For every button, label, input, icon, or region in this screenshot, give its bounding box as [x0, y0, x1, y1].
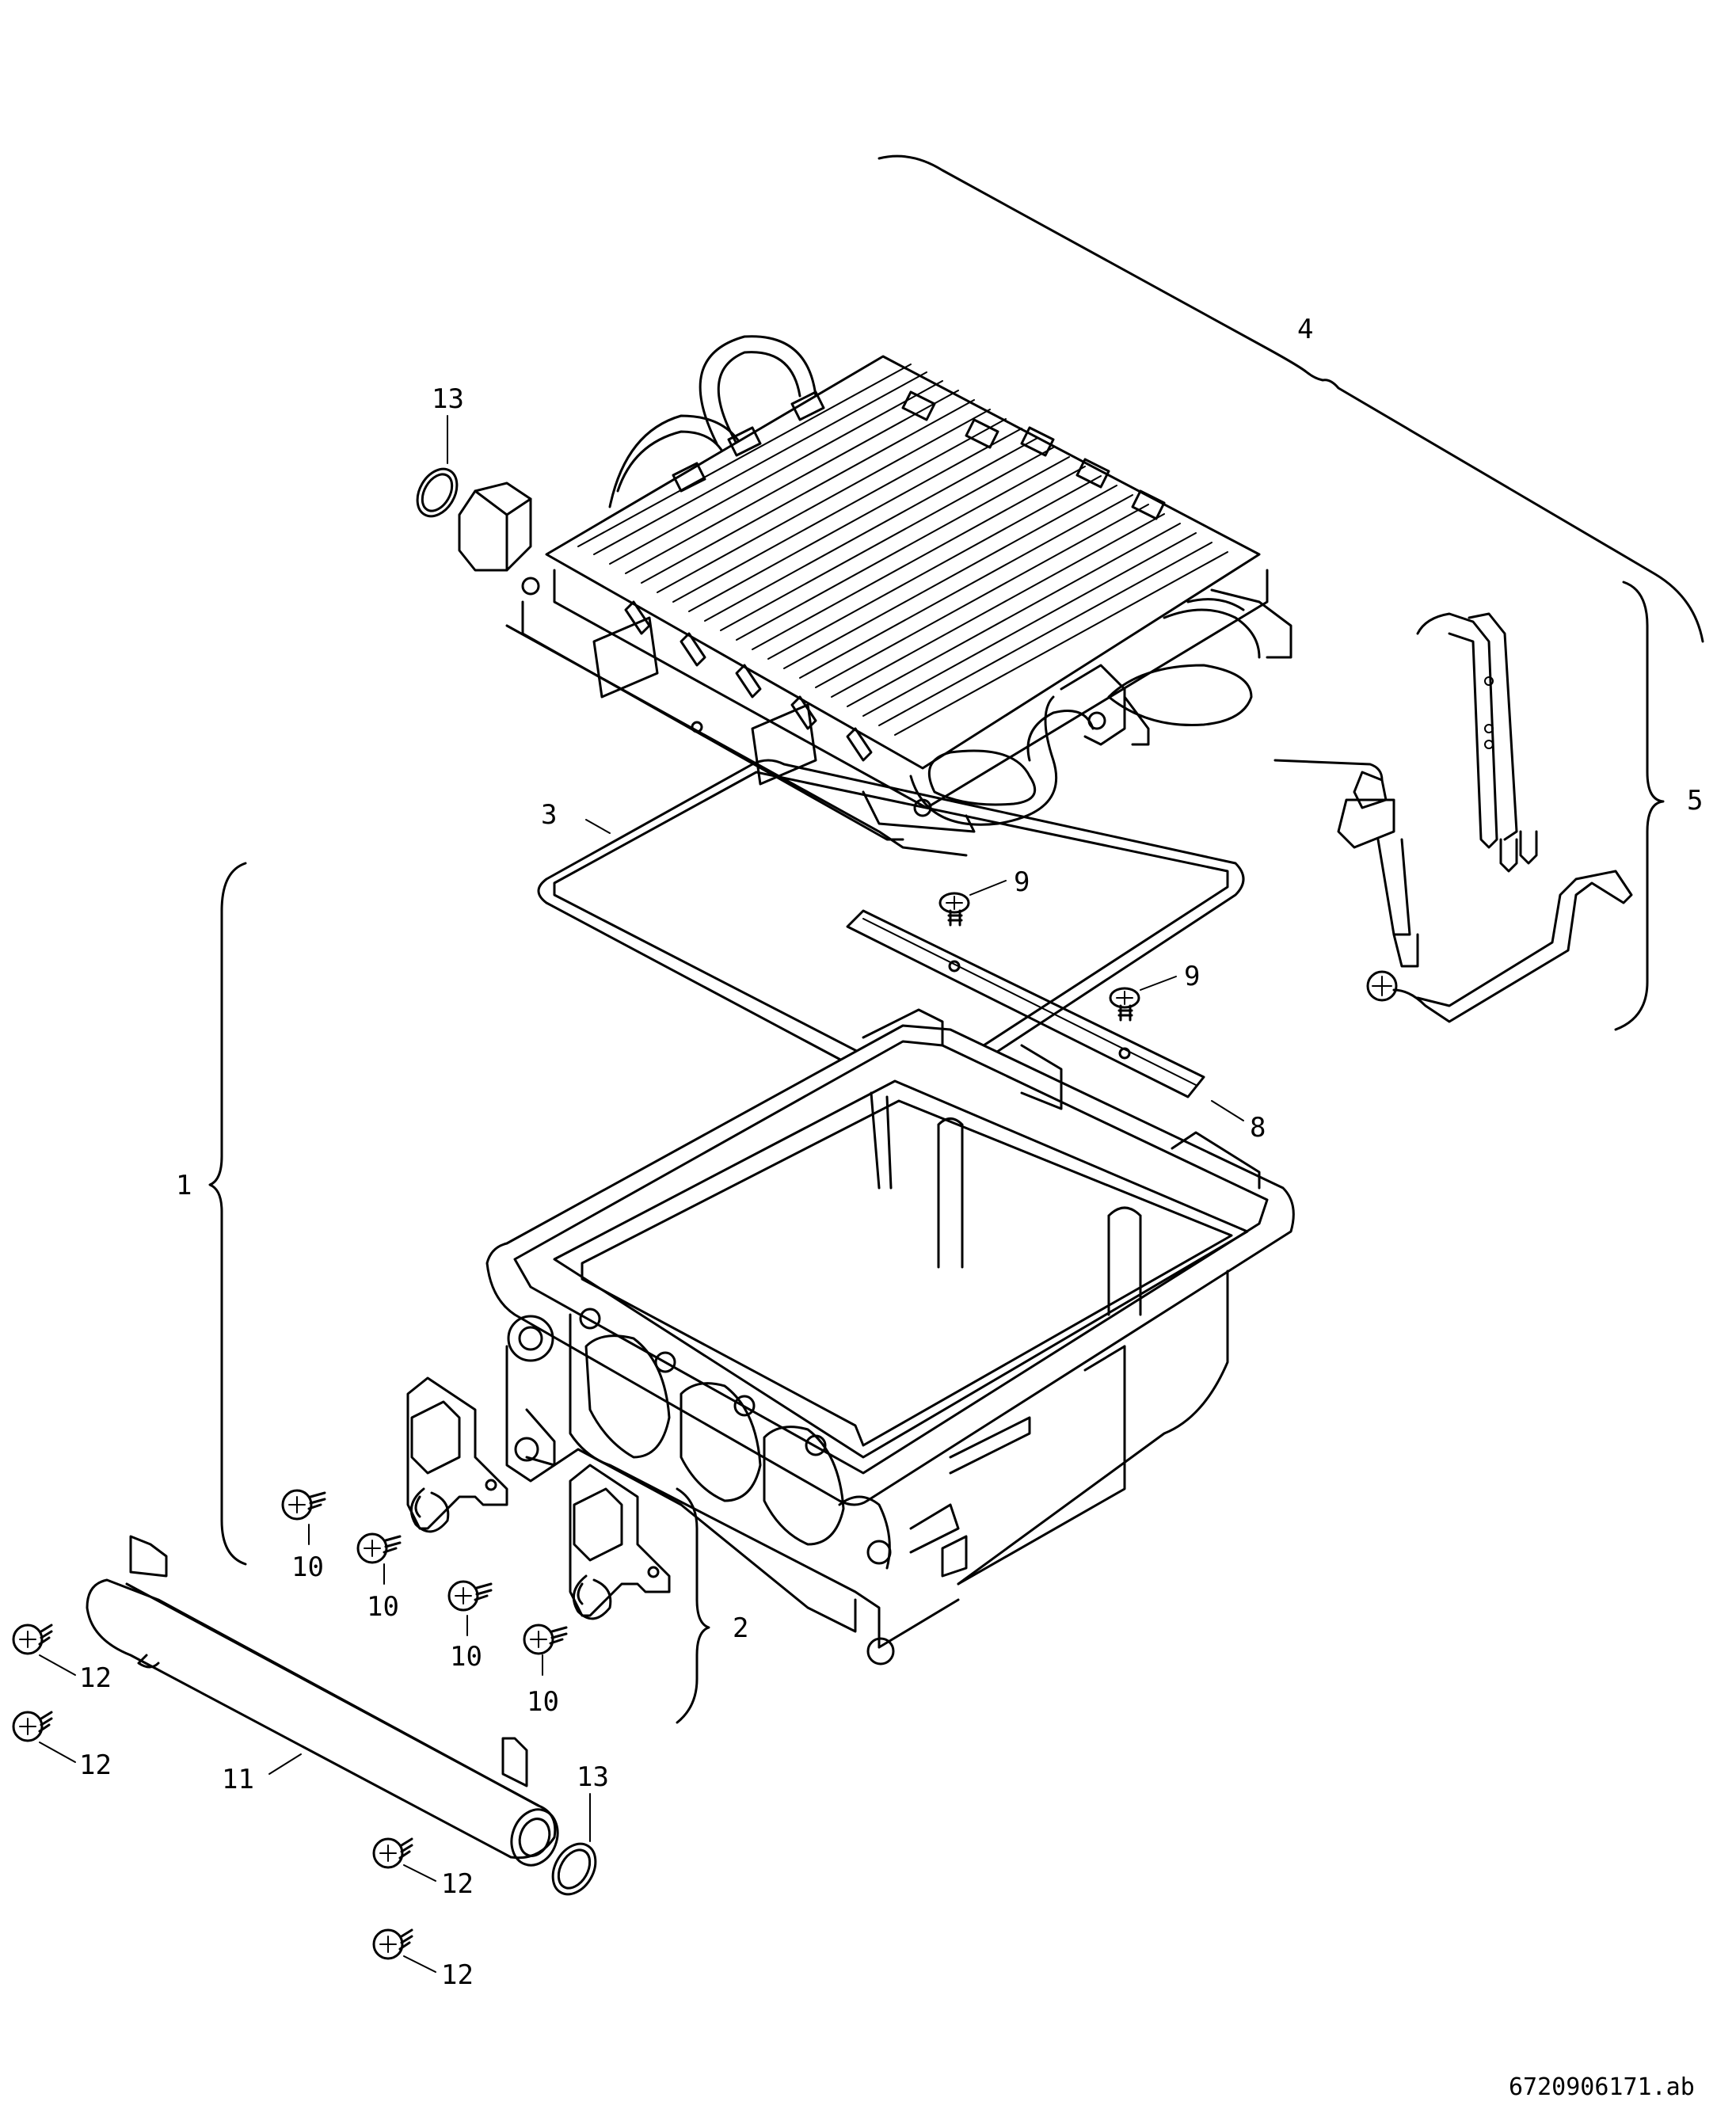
screw-9a [938, 892, 970, 927]
distribution-tube [86, 1535, 559, 1867]
screw-12d [372, 1928, 413, 1960]
electrode-assembly [1273, 612, 1633, 1023]
label-10a: 10 [291, 1551, 324, 1583]
screw-10b [356, 1532, 402, 1564]
bracket-1 [208, 862, 247, 1566]
screw-10a [281, 1489, 326, 1521]
heat-exchanger [458, 335, 1292, 857]
label-11: 11 [222, 1764, 254, 1795]
label-9b: 9 [1184, 961, 1200, 992]
screw-10c [447, 1580, 493, 1612]
burner-housing [485, 1008, 1295, 1666]
drawing-code: 6720906171.ab [1509, 2073, 1695, 2101]
label-10b: 10 [367, 1591, 399, 1623]
screw-12c [372, 1837, 413, 1869]
clip-bracket-right [569, 1464, 671, 1620]
bracket-5 [1614, 581, 1665, 1031]
label-1: 1 [176, 1170, 192, 1201]
bracket-4 [878, 154, 1704, 643]
part-labels: 1 2 3 4 5 8 9 9 10 10 10 10 11 12 12 12 … [79, 314, 1703, 2101]
screw-12a [12, 1624, 53, 1655]
label-12a: 12 [79, 1662, 112, 1694]
label-12d: 12 [441, 1959, 474, 1991]
o-ring-bottom [551, 1842, 597, 1896]
screw-10d [523, 1624, 568, 1655]
label-12c: 12 [441, 1868, 474, 1900]
label-8: 8 [1250, 1112, 1266, 1144]
leader-lines [39, 415, 1244, 1973]
label-3: 3 [541, 799, 557, 831]
strip [846, 909, 1205, 1098]
gasket-frame [537, 759, 1245, 1098]
heat-exchanger-fins [577, 364, 1228, 736]
label-12b: 12 [79, 1749, 112, 1781]
label-13a: 13 [432, 383, 464, 415]
screw-9b [1109, 987, 1140, 1022]
clip-bracket-left [406, 1376, 508, 1533]
label-5: 5 [1687, 785, 1703, 817]
o-ring-top [416, 467, 459, 518]
label-9a: 9 [1014, 866, 1030, 898]
label-10c: 10 [450, 1641, 482, 1673]
screw-12b [12, 1711, 53, 1742]
label-4: 4 [1297, 314, 1313, 345]
label-13b: 13 [577, 1761, 609, 1793]
label-2: 2 [733, 1612, 748, 1644]
label-10d: 10 [527, 1686, 559, 1718]
